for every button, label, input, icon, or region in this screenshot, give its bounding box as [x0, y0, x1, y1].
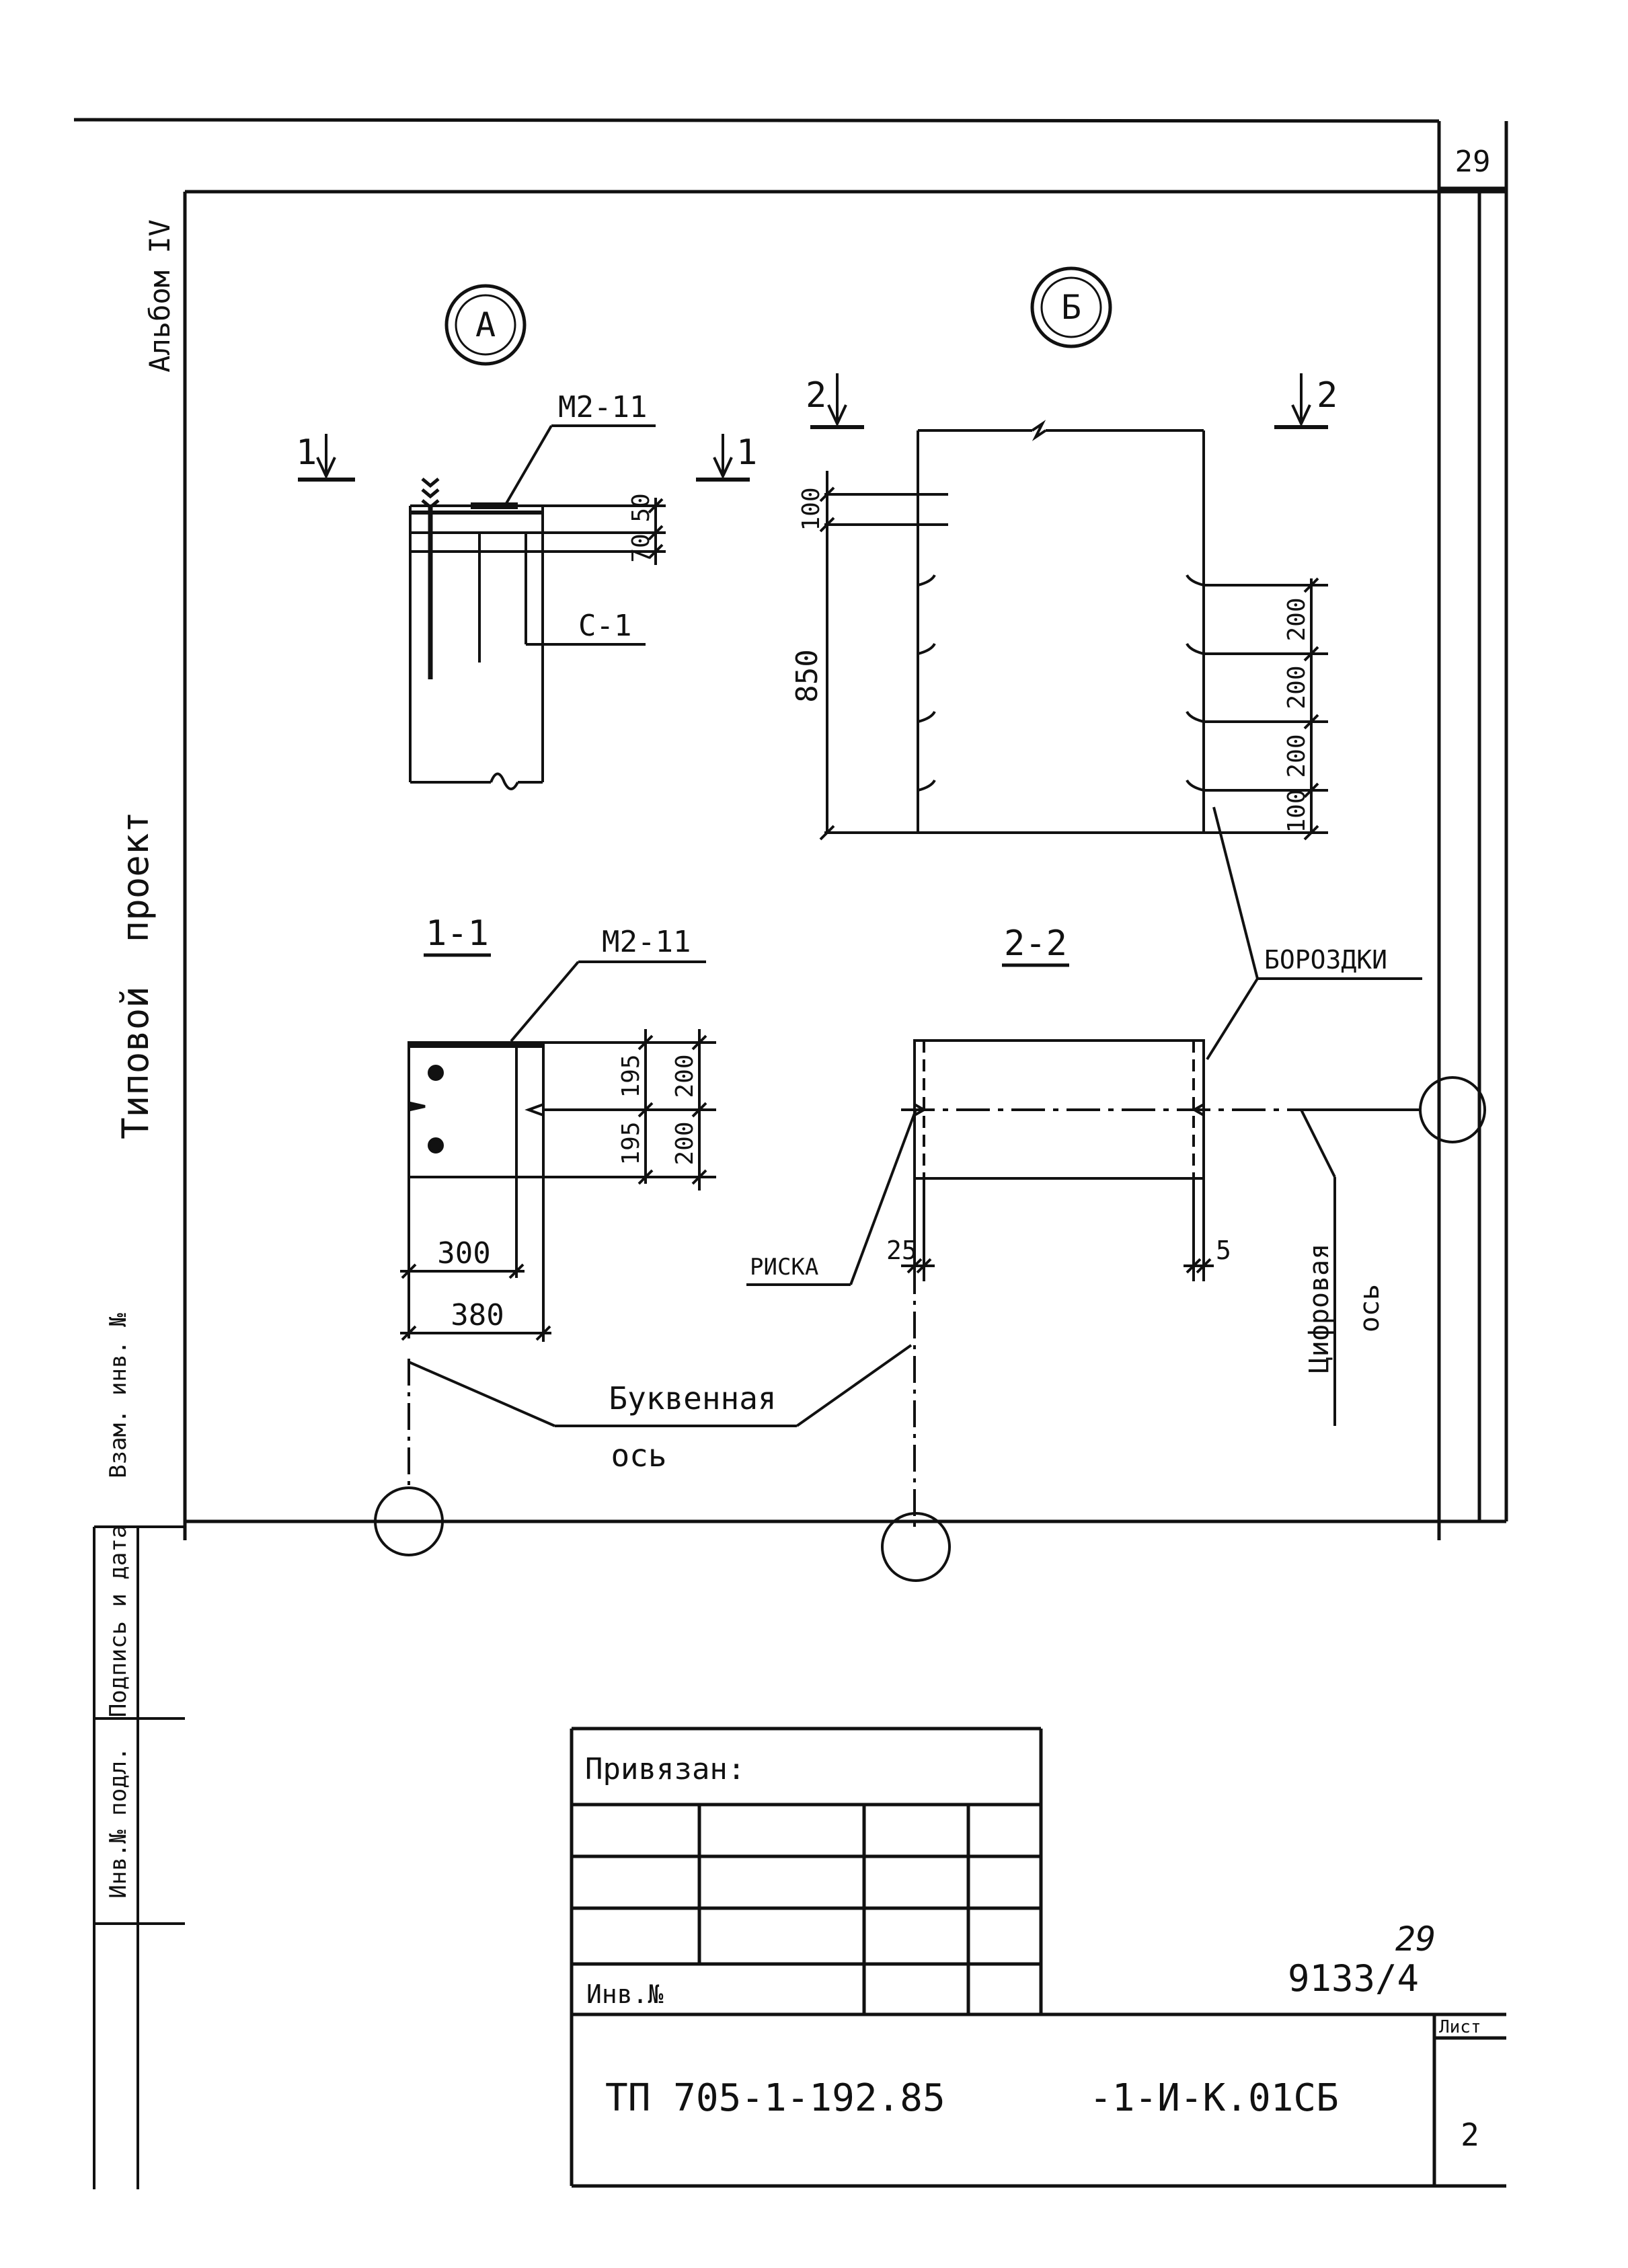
tied-label: Привязан:: [585, 1752, 745, 1786]
view-a: [298, 424, 750, 790]
digit-axis-bubble: [1419, 1076, 1486, 1143]
document-code-suffix: -1-И-К.01СБ: [1089, 2076, 1339, 2120]
side-title: Типовой проект: [114, 811, 157, 1139]
section-1-1-dim-380: 380: [451, 1298, 504, 1332]
groove-label: БОРОЗДКИ: [1264, 945, 1387, 975]
section-2-2-dim-25: 25: [886, 1236, 917, 1265]
view-b-dim-100-top: 100: [798, 487, 825, 531]
marker-a: А: [444, 284, 527, 366]
document-code: ТП 705-1-192.85: [605, 2076, 945, 2120]
drawing-number: 9133/4: [1288, 1957, 1419, 2000]
stamp-inv-original: Инв.№ подл.: [105, 1747, 132, 1898]
view-b-dim-200-3: 200: [1283, 734, 1311, 778]
letter-axis-label-line1: Буквенная: [609, 1380, 776, 1416]
section-1-1-dim-300: 300: [437, 1236, 490, 1271]
digit-axis-label-line2: ось: [1354, 1284, 1385, 1332]
section-2-2-dim-5: 5: [1216, 1236, 1231, 1265]
digit-axis-label-line1: Цифровая: [1304, 1244, 1335, 1373]
title-block: [570, 1727, 1506, 2188]
stamp-column-upper: [93, 1924, 139, 2189]
stamp-signature-date: Подпись и дата: [105, 1525, 132, 1718]
view-a-dim-50: 50: [627, 493, 655, 522]
section-1-1-dim-200-top: 200: [671, 1054, 699, 1098]
letter-axis-label-line2: ось: [611, 1437, 666, 1474]
drawing-number-sup: 29: [1395, 1920, 1436, 1959]
view-b-dim-100-bottom: 100: [1283, 789, 1311, 833]
mark-label: РИСКА: [750, 1254, 818, 1281]
view-b: [810, 373, 1422, 1061]
view-a-rebar-label: С-1: [578, 609, 631, 643]
view-a-section-mark-right: 1: [736, 432, 757, 473]
section-1-1-title: 1-1: [426, 913, 489, 954]
view-b-dim-200-1: 200: [1283, 597, 1311, 641]
inv-label: Инв.№: [586, 1979, 664, 2009]
sheet-label: Лист: [1439, 2017, 1481, 2037]
marker-a-label: А: [475, 305, 496, 344]
view-b-dim-200-2: 200: [1283, 665, 1311, 709]
section-1-1-dim-195-bottom: 195: [617, 1121, 645, 1165]
letter-axis: [374, 1178, 951, 1582]
marker-b: Б: [1030, 266, 1112, 348]
view-b-section-mark-left: 2: [806, 375, 826, 416]
section-1-1-dim-195-top: 195: [617, 1054, 645, 1098]
section-1-1-part-label: М2-11: [602, 925, 691, 959]
section-1-1: [400, 953, 716, 1342]
view-b-section-mark-right: 2: [1317, 375, 1338, 416]
sheet-number: 2: [1461, 2117, 1479, 2153]
stamp-replaced-inv: Взам. инв. №: [105, 1313, 132, 1478]
view-a-part-label: М2-11: [558, 390, 647, 424]
view-b-dim-850: 850: [790, 649, 824, 702]
stamp-column: [93, 1525, 185, 1925]
section-1-1-dim-200-bottom: 200: [671, 1121, 699, 1165]
view-a-section-mark-left: 1: [296, 432, 317, 473]
page-number: 29: [1455, 145, 1491, 179]
section-2-2-title: 2-2: [1004, 923, 1067, 964]
view-a-dim-70: 70: [627, 533, 655, 562]
album-label: Альбом IV: [143, 219, 176, 373]
sheet-frame: [73, 118, 1508, 1540]
marker-b-label: Б: [1061, 288, 1081, 327]
